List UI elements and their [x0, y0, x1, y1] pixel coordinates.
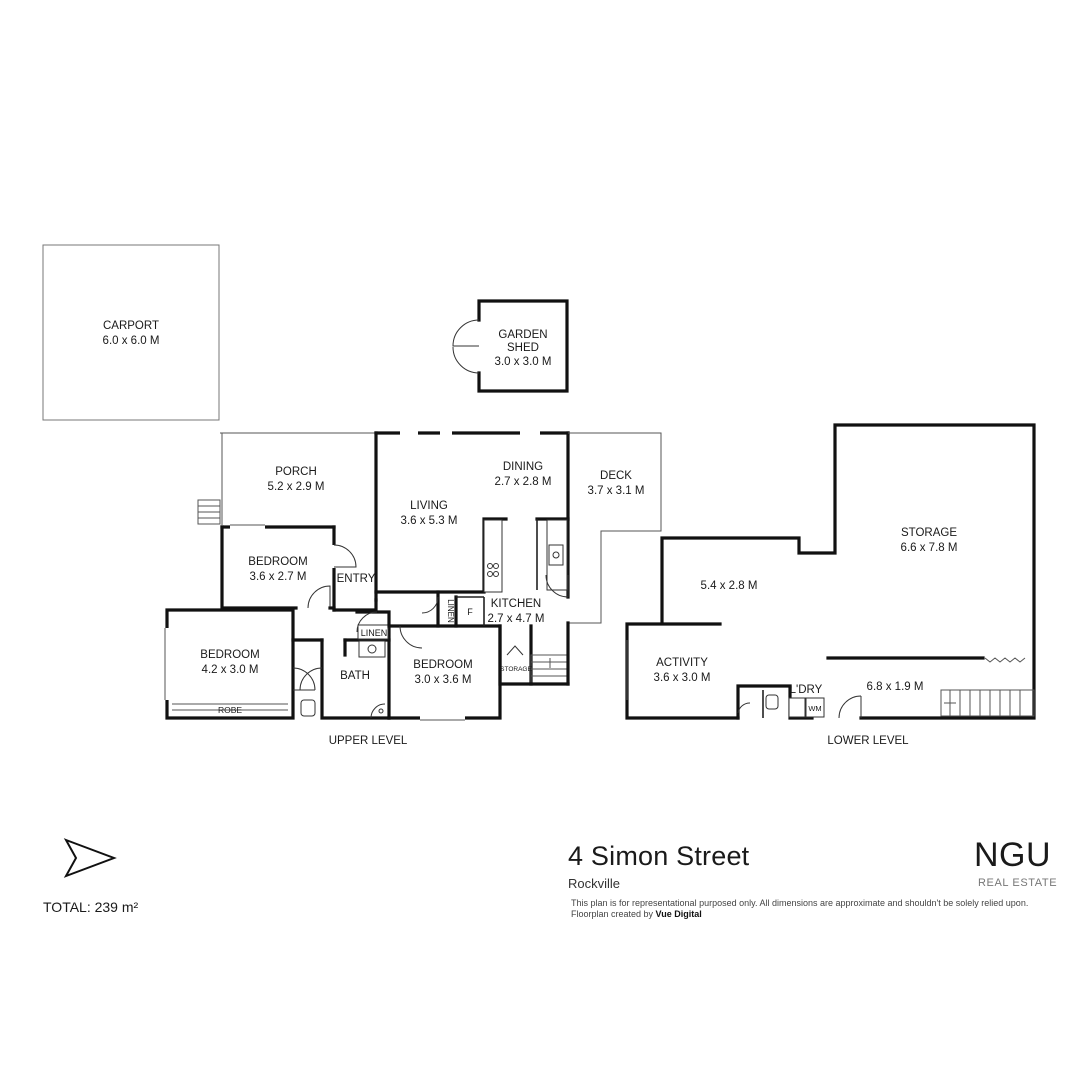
porch-stairs: [197, 499, 221, 525]
carport-name: CARPORT: [103, 320, 159, 332]
linen-1-name: LINEN: [361, 628, 388, 638]
upper-level-label: UPPER LEVEL: [329, 735, 408, 747]
agency-logo: NGU: [974, 836, 1052, 874]
upper-level-plan: [164, 430, 662, 721]
laundry-name: L'DRY: [790, 684, 823, 696]
credit-prefix: Floorplan created by: [571, 909, 656, 919]
property-suburb: Rockville: [568, 876, 621, 891]
carport-outline: [42, 244, 220, 421]
disclaimer-text: This plan is for representational purpos…: [571, 898, 1029, 908]
garden-shed-name-2: SHED: [507, 342, 539, 354]
bedroom-3-name: BEDROOM: [413, 659, 472, 671]
kitchen-name: KITCHEN: [491, 598, 541, 610]
wm-name: WM: [808, 704, 821, 713]
lower-level-label: LOWER LEVEL: [827, 735, 909, 747]
kitchen-size: 2.7 x 4.7 M: [488, 613, 545, 625]
lower-room-size: 5.4 x 2.8 M: [701, 580, 758, 592]
bedroom-1-name: BEDROOM: [248, 556, 307, 568]
credit-company: Vue Digital: [655, 909, 702, 919]
deck-size: 3.7 x 3.1 M: [588, 485, 645, 497]
carport-size: 6.0 x 6.0 M: [103, 335, 160, 347]
property-address: 4 Simon Street: [568, 841, 750, 871]
bath-name: BATH: [340, 670, 370, 682]
activity-size: 3.6 x 3.0 M: [654, 672, 711, 684]
north-arrow-icon: [63, 838, 117, 878]
entry-name: ENTRY: [337, 573, 376, 585]
bedroom-1-size: 3.6 x 2.7 M: [250, 571, 307, 583]
living-name: LIVING: [410, 500, 448, 512]
living-size: 3.6 x 5.3 M: [401, 515, 458, 527]
total-area: TOTAL: 239 m²: [43, 899, 139, 915]
porch-name: PORCH: [275, 466, 317, 478]
garden-shed-name-1: GARDEN: [498, 329, 547, 341]
linen-box-1: [357, 624, 389, 640]
fridge-name: F: [467, 607, 473, 617]
storage-small-name: STORAGE: [500, 666, 532, 673]
activity-name: ACTIVITY: [656, 657, 708, 669]
bedroom-2-name: BEDROOM: [200, 649, 259, 661]
floorplan-credit: Floorplan created by Vue Digital: [571, 909, 702, 919]
garden-shed: GARDEN SHED 3.0 x 3.0 M: [452, 299, 569, 393]
bedroom-3-size: 3.0 x 3.6 M: [415, 674, 472, 686]
robe-name: ROBE: [218, 705, 242, 715]
storage-large-name: STORAGE: [901, 527, 957, 539]
deck-name: DECK: [600, 470, 632, 482]
lower-stairs: [940, 689, 1035, 717]
dining-size: 2.7 x 2.8 M: [495, 476, 552, 488]
lower-level-plan: [625, 423, 1036, 720]
storage-large-size: 6.6 x 7.8 M: [901, 542, 958, 554]
garden-shed-size: 3.0 x 3.0 M: [495, 356, 552, 368]
porch-size: 5.2 x 2.9 M: [268, 481, 325, 493]
dining-name: DINING: [503, 461, 543, 473]
linen-2-name: LINEN: [446, 599, 455, 623]
lower-hall-size: 6.8 x 1.9 M: [867, 681, 924, 693]
bedroom-2-size: 4.2 x 3.0 M: [202, 664, 259, 676]
agency-subtitle: REAL ESTATE: [978, 877, 1058, 889]
